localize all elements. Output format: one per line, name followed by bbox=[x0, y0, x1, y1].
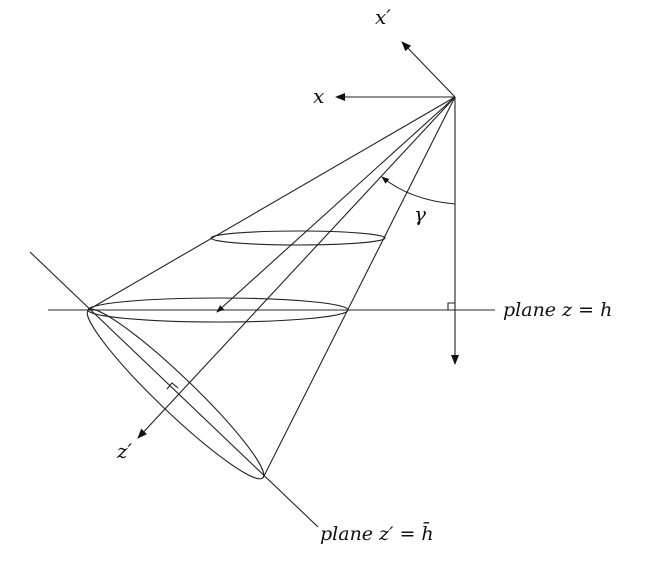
cone-edge-left bbox=[87, 96, 456, 311]
small-section-ellipse bbox=[210, 230, 386, 246]
right-angle-mark-z bbox=[447, 302, 455, 310]
gamma-angle-arc bbox=[381, 176, 456, 205]
x-prime-label: x′ bbox=[375, 5, 391, 29]
section-ellipse-z-prime bbox=[86, 308, 265, 480]
x-label: x bbox=[313, 84, 324, 108]
plane-z-prime-line bbox=[29, 251, 319, 528]
inner-ray-arrow bbox=[216, 96, 456, 313]
cone-edge-right bbox=[262, 96, 456, 479]
gamma-label: γ bbox=[414, 202, 426, 226]
plane-z-prime-label: plane z′ = h̄ bbox=[320, 521, 434, 545]
z-prime-label: z′ bbox=[116, 439, 133, 463]
plane-z-h-label: plane z = h bbox=[503, 299, 612, 321]
x-prime-axis bbox=[401, 41, 456, 98]
z-prime-axis bbox=[137, 96, 456, 439]
right-angle-mark-z-prime bbox=[166, 382, 179, 390]
